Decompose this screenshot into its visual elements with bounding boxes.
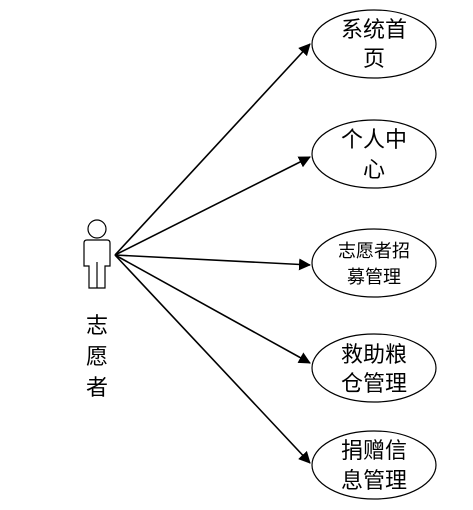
use-case-profile: 个人中 心 [311, 119, 437, 189]
actor-label-char-2: 愿 [86, 345, 108, 370]
use-case-donation-line-2: 息管理 [341, 469, 407, 494]
association-arrow-profile [114, 156, 311, 256]
use-case-granary: 救助粮 仓管理 [311, 333, 437, 403]
use-case-home: 系统首 页 [311, 9, 437, 79]
actor-label-char-1: 志 [86, 314, 108, 339]
use-case-granary-line-2: 仓管理 [341, 372, 407, 397]
association-arrow-granary [114, 254, 311, 364]
use-case-profile-line-1: 个人中 [341, 128, 407, 153]
association-arrow-home [114, 43, 311, 256]
use-case-home-line-2: 页 [363, 47, 385, 72]
use-case-recruit-line-2: 募管理 [347, 267, 401, 288]
use-case-recruit: 志愿者招 募管理 [311, 228, 437, 298]
association-arrow-donation [114, 254, 311, 464]
use-case-granary-line-1: 救助粮 [341, 343, 407, 368]
use-case-donation: 捐赠信 息管理 [311, 430, 437, 500]
actor-label-char-3: 者 [86, 376, 108, 401]
use-case-profile-line-2: 心 [363, 158, 385, 183]
use-case-home-line-1: 系统首 [341, 18, 407, 43]
use-case-donation-line-1: 捐赠信 [341, 439, 407, 464]
actor-icon [83, 219, 111, 289]
associations [114, 43, 311, 464]
use-case-recruit-line-1: 志愿者招 [338, 241, 410, 262]
actor-volunteer: 志 愿 者 [83, 219, 111, 401]
association-arrow-recruit [114, 254, 311, 271]
